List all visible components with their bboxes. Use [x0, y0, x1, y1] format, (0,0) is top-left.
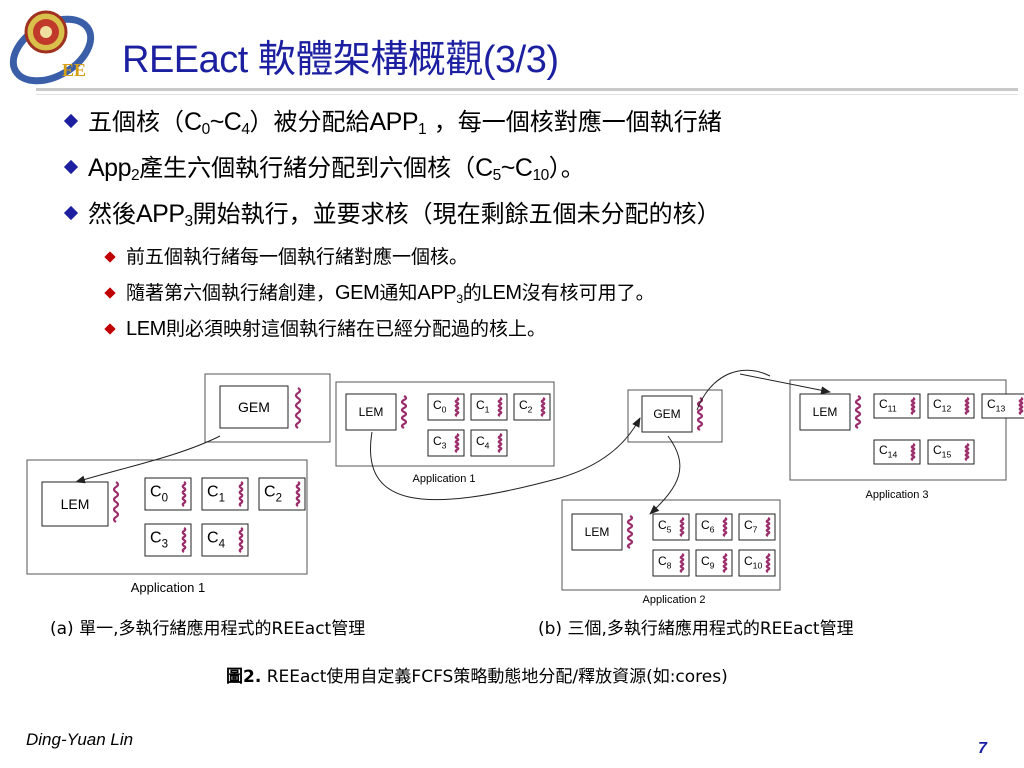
sub-bullet-item: 隨著第六個執行緒創建，GEM通知APP3的LEM沒有核可用了。 — [104, 278, 722, 314]
bullet-list: 五個核（C0~C4）被分配給APP1 ，每一個核對應一個執行緒 App2產生六個… — [63, 104, 722, 350]
caption-b: (b) 三個,多執行緒應用程式的REEact管理 — [538, 619, 854, 639]
sub-bullet-item: 前五個執行緒每一個執行緒對應一個核。 — [104, 242, 722, 278]
squiggle-icon — [910, 396, 916, 416]
squiggle-icon — [964, 396, 970, 416]
arrow — [370, 417, 641, 501]
core-box: C6 — [695, 513, 733, 541]
arrow — [696, 369, 771, 411]
diamond-bullet-icon — [63, 113, 79, 129]
svg-text:LEM: LEM — [813, 405, 838, 419]
squiggle-icon — [181, 527, 187, 553]
caption-a: (a) 單一,多執行緒應用程式的REEact管理 — [50, 619, 366, 639]
squiggle-icon — [964, 442, 970, 462]
core-box: C4 — [470, 429, 508, 457]
squiggle-icon — [722, 552, 728, 574]
page-number: 7 — [978, 740, 987, 757]
app-label: Application 1 — [413, 473, 476, 485]
university-logo: EE — [9, 10, 95, 85]
arrow — [649, 435, 681, 515]
lem-label: LEM — [61, 496, 90, 512]
squiggle-icon — [679, 516, 685, 538]
svg-text:LEM: LEM — [585, 525, 610, 539]
core-box: C15 — [927, 439, 975, 465]
squiggle-icon — [294, 387, 302, 429]
squiggle-icon — [238, 527, 244, 553]
core-box: C0 — [144, 477, 192, 511]
bullet-item: 然後APP3開始執行，並要求核（現在剩餘五個未分配的核） — [63, 196, 722, 242]
squiggle-icon — [497, 432, 503, 454]
diamond-bullet-icon — [63, 159, 79, 175]
core-box: C5 — [652, 513, 690, 541]
core-box: C7 — [738, 513, 776, 541]
arrow — [75, 435, 221, 484]
app-label: Application 1 — [131, 580, 205, 595]
squiggle-icon — [910, 442, 916, 462]
logo-text: EE — [62, 60, 86, 80]
title-divider — [36, 88, 1018, 91]
app-label: Application 2 — [643, 594, 706, 606]
squiggle-icon — [112, 481, 120, 523]
squiggle-icon — [238, 481, 244, 507]
diamond-bullet-icon — [104, 287, 116, 299]
core-box: C11 — [873, 393, 921, 419]
squiggle-icon — [854, 395, 862, 429]
core-box: C1 — [470, 393, 508, 421]
squiggle-icon — [626, 515, 634, 549]
bullet-item: App2產生六個執行緒分配到六個核（C5~C10）。 — [63, 150, 722, 196]
squiggle-icon — [540, 396, 546, 418]
core-box: C10 — [738, 549, 776, 577]
core-box: C2 — [258, 477, 306, 511]
squiggle-icon — [1018, 396, 1024, 416]
core-box: C2 — [513, 393, 551, 421]
sub-bullet-item: LEM則必須映射這個執行緒在已經分配過的核上。 — [104, 314, 722, 350]
core-box: C9 — [695, 549, 733, 577]
core-box: C13 — [981, 393, 1024, 419]
squiggle-icon — [454, 432, 460, 454]
app-label: Application 3 — [866, 489, 929, 501]
core-box: C3 — [144, 523, 192, 557]
core-box: C8 — [652, 549, 690, 577]
squiggle-icon — [722, 516, 728, 538]
svg-text:LEM: LEM — [359, 405, 384, 419]
svg-text:GEM: GEM — [653, 407, 680, 421]
core-box: C3 — [427, 429, 465, 457]
diamond-bullet-icon — [63, 205, 79, 221]
diamond-bullet-icon — [104, 323, 116, 335]
squiggle-icon — [696, 397, 704, 431]
gem-label: GEM — [238, 399, 270, 415]
squiggle-icon — [679, 552, 685, 574]
arrow — [739, 373, 831, 395]
squiggle-icon — [765, 552, 771, 574]
core-box: C4 — [201, 523, 249, 557]
page-title: REEact 軟體架構概觀(3/3) — [122, 39, 559, 81]
squiggle-icon — [765, 516, 771, 538]
squiggle-icon — [295, 481, 301, 507]
core-box: C14 — [873, 439, 921, 465]
bullet-item: 五個核（C0~C4）被分配給APP1 ，每一個核對應一個執行緒 — [63, 104, 722, 150]
title-divider-thin — [36, 94, 1018, 95]
core-box: C1 — [201, 477, 249, 511]
squiggle-icon — [400, 395, 408, 429]
squiggle-icon — [181, 481, 187, 507]
author-name: Ding-Yuan Lin — [26, 730, 134, 749]
squiggle-icon — [454, 396, 460, 418]
figure-caption: 圖2. REEact使用自定義FCFS策略動態地分配/釋放資源(如:cores) — [226, 667, 728, 687]
core-box: C0 — [427, 393, 465, 421]
squiggle-icon — [497, 396, 503, 418]
core-box: C12 — [927, 393, 975, 419]
diamond-bullet-icon — [104, 251, 116, 263]
